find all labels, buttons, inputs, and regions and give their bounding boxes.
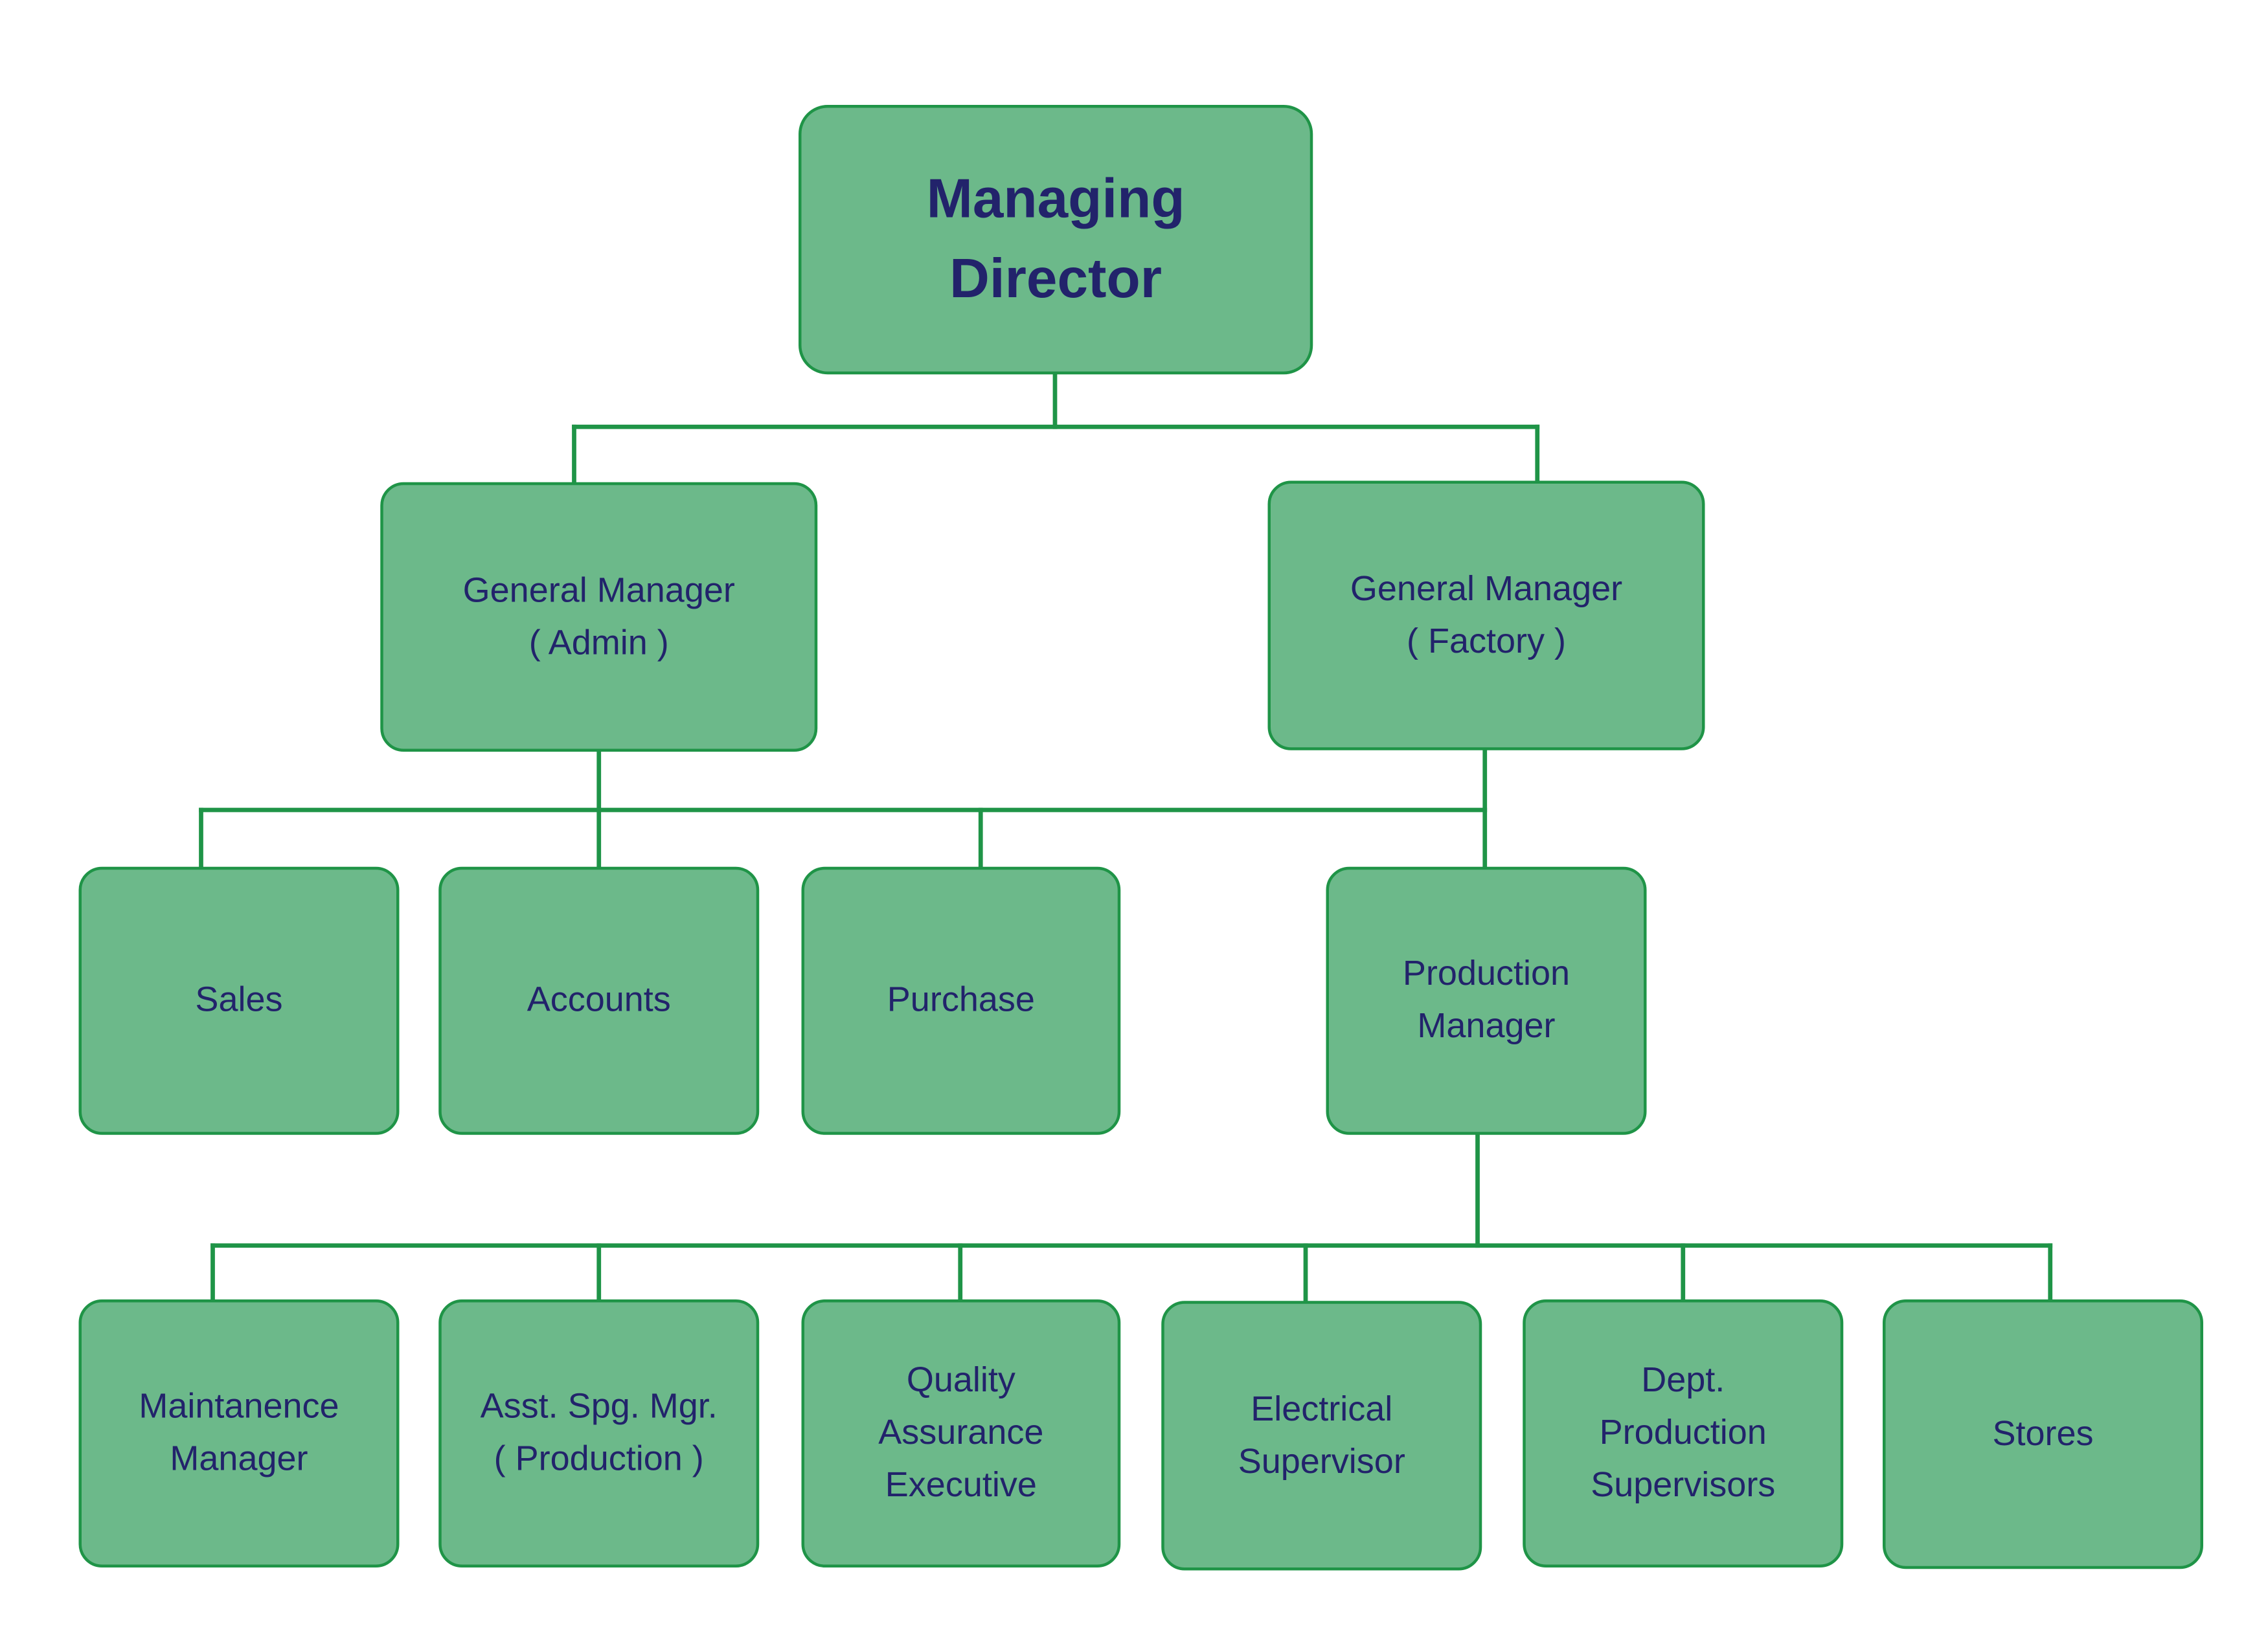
box-label: Managing Director [927,159,1185,320]
label-line: Dept. [1641,1360,1725,1400]
managing-director-box: Managing Director [799,105,1313,375]
label-line: Production [1599,1413,1767,1453]
sales-box: Sales [78,866,400,1135]
quality-assurance-executive-box: Quality Assurance Executive [801,1299,1121,1567]
label-line: Supervisors [1591,1465,1776,1505]
maintanence-manager-box: Maintanence Manager [78,1299,400,1567]
label-line: Managing [926,168,1185,230]
stores-box: Stores [1883,1299,2203,1569]
production-manager-box: Production Manager [1326,866,1647,1135]
general-manager-admin-box: General Manager ( Admin ) [380,482,818,752]
label-line: Executive [885,1465,1037,1505]
label-line: General Manager [1350,568,1623,609]
label-line: Accounts [527,980,671,1020]
general-manager-factory-box: General Manager ( Factory ) [1267,480,1705,750]
box-label: Sales [195,974,282,1027]
label-line: Production [1402,954,1571,994]
label-line: Manager [170,1439,308,1479]
asst-spg-mgr-box: Asst. Spg. Mgr. ( Production ) [438,1299,760,1567]
box-label: Maintanence Manager [139,1381,339,1486]
label-line: Manager [1417,1006,1556,1046]
box-label: General Manager ( Factory ) [1350,563,1622,668]
dept-production-supervisors-box: Dept. Production Supervisors [1523,1299,1844,1567]
box-label: Asst. Spg. Mgr. ( Production ) [481,1381,718,1486]
box-label: Dept. Production Supervisors [1591,1355,1775,1512]
box-label: Stores [1992,1408,2093,1461]
label-line: Director [949,248,1162,310]
box-label: Quality Assurance Executive [878,1355,1043,1512]
label-line: Maintanence [139,1387,339,1426]
electrical-supervisor-box: Electrical Supervisor [1161,1301,1482,1571]
label-line: Asst. Spg. Mgr. [480,1387,718,1426]
box-label: Electrical Supervisor [1238,1383,1405,1488]
box-label: Purchase [887,974,1035,1027]
purchase-box: Purchase [801,866,1121,1135]
label-line: Electrical [1251,1389,1393,1429]
label-line: ( Factory ) [1406,621,1567,661]
label-line: Quality [906,1360,1015,1400]
box-label: Production Manager [1403,949,1570,1053]
label-line: Sales [195,980,283,1020]
label-line: General Manager [462,570,735,610]
label-line: Assurance [878,1413,1044,1453]
accounts-box: Accounts [438,866,760,1135]
box-label: General Manager ( Admin ) [463,565,735,669]
label-line: ( Production ) [493,1439,704,1479]
label-line: ( Admin ) [528,622,669,662]
box-label: Accounts [527,974,671,1027]
label-line: Stores [1992,1413,2094,1454]
label-line: Supervisor [1238,1441,1405,1481]
label-line: Purchase [887,980,1035,1020]
